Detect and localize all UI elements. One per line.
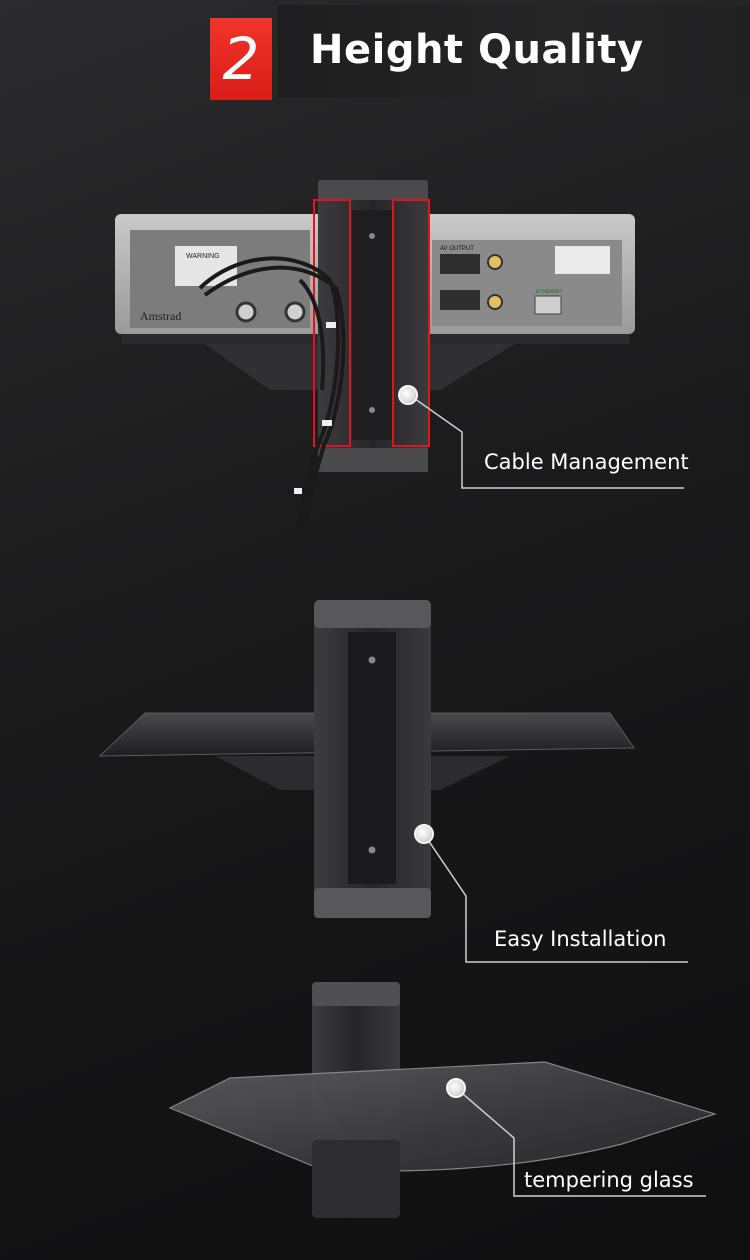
callout-label-cable-management: Cable Management [484,450,689,474]
highlight-frame-left [313,199,351,447]
shelf-easy-installation [98,600,635,918]
callout-connector-installation [423,833,688,963]
section-header: 2 Height Quality [210,5,750,100]
shelf-tempered-glass [168,982,718,1218]
callout-connector-glass [455,1087,706,1197]
device-warning: WARNING [186,253,220,260]
callout-label-easy-installation: Easy Installation [494,927,667,951]
cable-tie [322,420,332,426]
section-title-bar: Height Quality [278,5,750,98]
callout-connector-cable [407,393,684,489]
cables [198,256,346,599]
callout-dot-cable [398,385,418,405]
callout-dot-installation [414,824,434,844]
section-title: Height Quality [310,27,644,73]
cable-tie [294,488,302,494]
section-number-badge: 2 [210,18,272,100]
highlight-frame-right [392,199,430,447]
callout-dot-glass [446,1078,466,1098]
device-brand: Amstrad [140,309,181,323]
device-av-output: AV OUTPUT [440,246,474,252]
callout-label-tempering-glass: tempering glass [524,1168,694,1192]
device-ethernet: ETHERNET [536,289,563,295]
cable-tie [326,322,336,328]
